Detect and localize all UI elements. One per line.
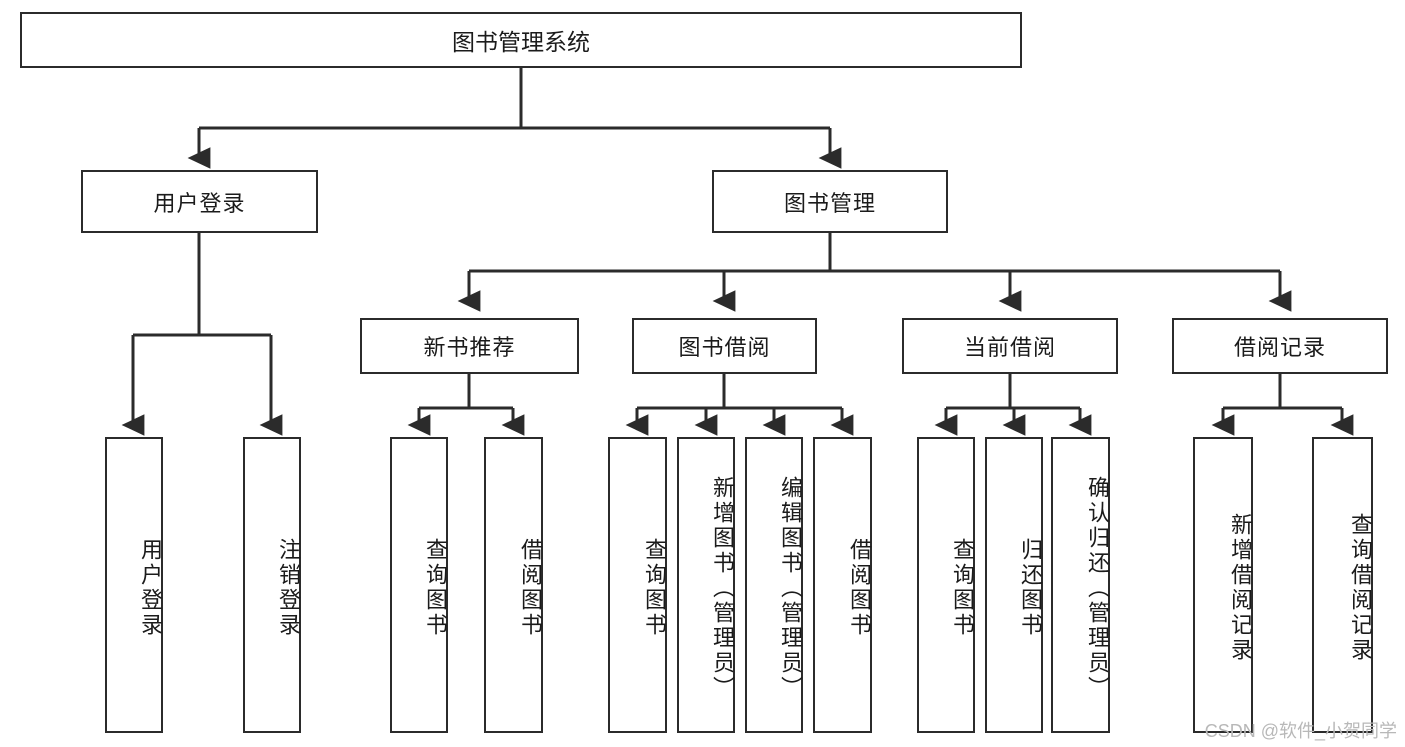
node-leaf-new-1[interactable]: 查询图书 [390, 437, 448, 733]
node-leaf-login-2-label: 注销登录 [276, 538, 301, 638]
node-leaf-new-2-label: 借阅图书 [518, 538, 543, 638]
node-leaf-borrow-3-label: 编辑图书（管理员） [778, 475, 803, 701]
node-root-label: 图书管理系统 [452, 29, 590, 55]
node-leaf-cur-1[interactable]: 查询图书 [917, 437, 975, 733]
node-leaf-borrow-4-label: 借阅图书 [847, 538, 872, 638]
node-leaf-borrow-2-label: 新增图书（管理员） [710, 475, 735, 701]
node-leaf-new-2[interactable]: 借阅图书 [484, 437, 543, 733]
node-current[interactable]: 当前借阅 [902, 318, 1118, 374]
node-leaf-cur-3[interactable]: 确认归还（管理员） [1051, 437, 1110, 733]
node-bookmgmt[interactable]: 图书管理 [712, 170, 948, 233]
node-bookmgmt-label: 图书管理 [783, 190, 876, 216]
node-leaf-cur-3-label: 确认归还（管理员） [1085, 475, 1110, 701]
node-leaf-borrow-3[interactable]: 编辑图书（管理员） [745, 437, 803, 733]
node-leaf-login-1-label: 用户登录 [138, 538, 163, 638]
node-leaf-rec-2-label: 查询借阅记录 [1348, 513, 1373, 663]
node-leaf-cur-2[interactable]: 归还图书 [985, 437, 1043, 733]
node-newbook[interactable]: 新书推荐 [360, 318, 579, 374]
node-leaf-new-1-label: 查询图书 [423, 538, 448, 638]
node-leaf-rec-1-label: 新增借阅记录 [1228, 513, 1253, 663]
node-records[interactable]: 借阅记录 [1172, 318, 1388, 374]
node-records-label: 借阅记录 [1233, 335, 1326, 360]
node-leaf-rec-2[interactable]: 查询借阅记录 [1312, 437, 1373, 733]
node-leaf-cur-2-label: 归还图书 [1018, 538, 1043, 638]
node-borrow[interactable]: 图书借阅 [632, 318, 817, 374]
node-login-label: 用户登录 [153, 190, 246, 216]
node-leaf-borrow-4[interactable]: 借阅图书 [813, 437, 872, 733]
node-newbook-label: 新书推荐 [423, 335, 516, 360]
watermark: CSDN @软件_小贺同学 [1204, 721, 1397, 741]
node-leaf-rec-1[interactable]: 新增借阅记录 [1193, 437, 1253, 733]
node-leaf-borrow-1[interactable]: 查询图书 [608, 437, 667, 733]
node-leaf-login-2[interactable]: 注销登录 [243, 437, 301, 733]
node-leaf-borrow-2[interactable]: 新增图书（管理员） [677, 437, 735, 733]
node-borrow-label: 图书借阅 [678, 335, 771, 360]
node-leaf-login-1[interactable]: 用户登录 [105, 437, 163, 733]
node-leaf-borrow-1-label: 查询图书 [642, 538, 667, 638]
node-login[interactable]: 用户登录 [81, 170, 318, 233]
node-current-label: 当前借阅 [963, 335, 1056, 360]
node-leaf-cur-1-label: 查询图书 [950, 538, 975, 638]
node-root[interactable]: 图书管理系统 [20, 12, 1022, 68]
